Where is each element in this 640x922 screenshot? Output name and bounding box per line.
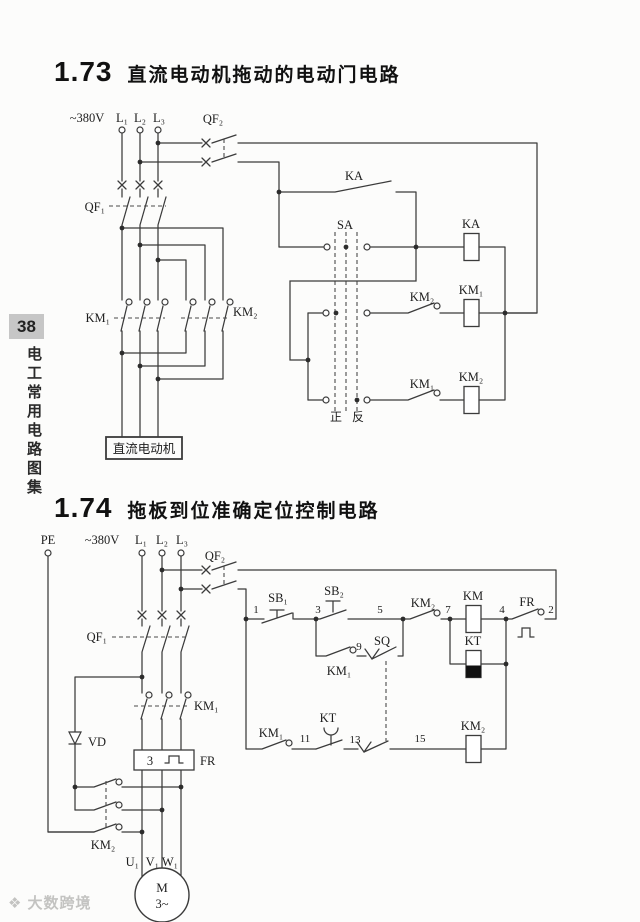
label-ka-contact: KA [345,169,363,183]
qf2-switch [139,134,538,314]
terminal-l2 [158,549,166,557]
pe-line [47,555,95,833]
circuit-1-73: ~380V L₁ L₂ L₃ QF₁ [70,111,538,460]
label-w1: W₁ [162,855,178,869]
watermark-text: 大数跨境 [27,895,92,912]
section-title-1-73: 1.73 直流电动机拖动的电动门电路 [54,56,401,88]
sa-selector-switch [278,232,465,412]
label-l3: L₃ [176,533,188,547]
label-sq: SQ [374,634,390,648]
relay-coils [463,232,538,415]
km2-main-contacts [47,778,182,833]
section-title-1-74: 1.74 拖板到位准确定位控制电路 [54,492,380,524]
main-phase-lines [109,132,167,438]
label-km1-nc: KM₁ [410,377,435,391]
motor [134,867,190,922]
terminal-l1 [138,549,146,557]
terminal-l2 [136,126,144,134]
label-motor-phases: 3~ [155,897,168,911]
main-phase-lines [112,555,192,878]
terminal-pe [44,549,52,557]
km2-main-contacts [114,227,234,380]
label-v1: V₁ [146,855,159,869]
section-number: 1.74 [54,492,113,523]
label-voltage: ~380V [85,533,120,547]
label-voltage: ~380V [70,111,105,125]
node-15: 15 [415,733,427,745]
label-sb2: SB₂ [324,584,344,598]
node-4: 4 [499,604,505,616]
label-fr-poles: 3 [147,754,153,768]
label-fr-contact: FR [519,595,535,609]
label-l3: L₃ [153,111,165,125]
label-km2-coil: KM₂ [461,719,486,733]
label-l2: L₂ [156,533,168,547]
ka-contact [278,180,417,248]
label-km2-main: KM₂ [233,305,258,319]
label-kt-contact: KT [320,711,337,725]
label-reverse: 反 [352,410,364,424]
node-2: 2 [548,604,554,616]
section-heading: 拖板到位准确定位控制电路 [127,501,380,522]
label-l2: L₂ [134,111,146,125]
label-motor-m: M [156,880,168,895]
page-number-tab: 38 [9,314,44,339]
label-km2-nc: KM₂ [410,290,435,304]
sidebar-book-title: 电工常用电路图集 [25,346,42,498]
label-km2-main: KM₂ [91,838,116,852]
vd-diode-branch [68,676,143,811]
terminal-l1 [118,126,126,134]
label-dc-motor: 直流电动机 [113,442,176,456]
section-heading: 直流电动机拖动的电动门电路 [127,65,401,86]
label-sb1: SB₁ [268,591,288,605]
fr-thermal-box [133,749,195,771]
node-9: 9 [356,641,362,653]
label-vd: VD [88,735,106,749]
section-number: 1.73 [54,56,113,87]
node-13: 13 [350,734,362,746]
dc-motor-box [105,436,183,460]
label-km-coil: KM [463,589,483,603]
watermark-logo-icon: ❖ [8,894,23,912]
terminal-l3 [177,549,185,557]
label-u1: U₁ [126,855,139,869]
label-kt-coil: KT [465,634,482,648]
label-km1-main: KM₁ [194,699,219,713]
label-l1: L₁ [116,111,128,125]
node-3: 3 [315,604,321,616]
label-km1-no: KM₁ [327,664,352,678]
node-11: 11 [300,733,311,745]
node-1: 1 [253,604,259,616]
label-qf1: QF₁ [87,630,107,644]
junction-dots [119,140,508,403]
label-km1-coil: KM₁ [459,283,484,297]
watermark: ❖ 大数跨境 [8,892,91,913]
circuit-1-74: PE ~380V L₁ L₂ L₃ QF₁ KM₁ [41,533,557,922]
label-pe: PE [41,533,56,547]
node-5: 5 [377,604,383,616]
kt-coil-branch [449,618,507,679]
label-qf1: QF₁ [85,200,105,214]
label-l1: L₁ [135,533,147,547]
label-forward: 正 [330,410,342,424]
label-qf2: QF₂ [205,549,225,563]
qf2-switch [161,561,557,750]
label-km1-no2: KM₁ [259,726,284,740]
label-ka-coil: KA [462,217,480,231]
label-km2-coil: KM₂ [459,370,484,384]
selfhold-branch [315,618,404,741]
label-km2-nc: KM₂ [411,596,436,610]
label-km1-main: KM₁ [86,311,111,325]
label-fr: FR [200,754,216,768]
node-7: 7 [445,604,451,616]
terminal-l3 [154,126,162,134]
junction-dots [72,567,509,835]
control-row-b [245,618,507,764]
label-qf2: QF₂ [203,112,223,126]
label-sa: SA [337,218,353,232]
